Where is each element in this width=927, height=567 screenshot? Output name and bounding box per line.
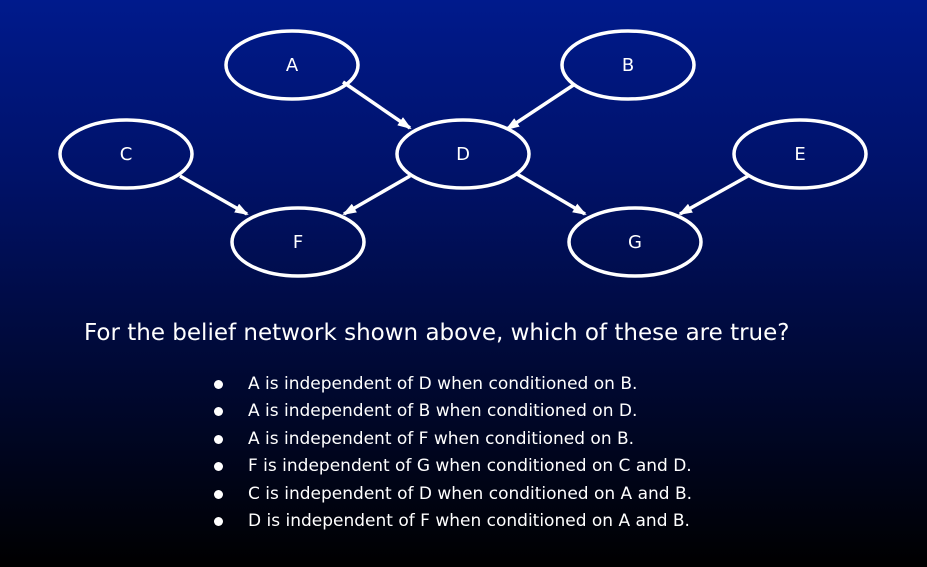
edge-d-to-f [342, 174, 411, 216]
node-a: A [224, 29, 360, 101]
edges [179, 80, 749, 216]
statement-list: A is independent of D when conditioned o… [214, 371, 692, 535]
statement-text: A is independent of B when conditioned o… [248, 401, 638, 422]
node-b-ellipse [560, 29, 696, 101]
edge-e-to-g [678, 174, 749, 216]
node-b: B [560, 29, 696, 101]
node-e-label: E [794, 144, 805, 165]
node-g-ellipse [567, 206, 703, 278]
bullet-icon [214, 380, 223, 389]
node-e-ellipse [732, 118, 868, 190]
bullet-icon [214, 462, 223, 472]
bullet-icon [214, 517, 223, 527]
edge-a-to-d [342, 80, 412, 130]
node-g-label: G [628, 232, 642, 253]
node-a-ellipse [224, 29, 360, 101]
node-c: C [58, 118, 194, 190]
edge-c-to-f [179, 174, 249, 216]
statement-text: F is independent of G when conditioned o… [248, 456, 692, 477]
node-f-label: F [293, 232, 303, 253]
node-b-label: B [622, 55, 634, 76]
node-c-label: C [120, 144, 133, 165]
node-e: E [732, 118, 868, 190]
edge-b-to-d [505, 82, 576, 131]
node-f-ellipse [230, 206, 366, 278]
statement-item: A is independent of B when conditioned o… [214, 398, 692, 425]
statement-item: A is independent of D when conditioned o… [214, 371, 692, 398]
node-f: F [230, 206, 366, 278]
belief-network-diagram: A B C D E F G [58, 29, 868, 278]
statement-item: F is independent of G when conditioned o… [214, 453, 692, 480]
statement-item: A is independent of F when conditioned o… [214, 426, 692, 453]
node-a-label: A [286, 55, 299, 76]
statement-text: A is independent of D when conditioned o… [248, 374, 638, 394]
node-d: D [395, 118, 531, 190]
node-d-label: D [456, 144, 470, 165]
node-g: G [567, 206, 703, 278]
statement-text: A is independent of F when conditioned o… [248, 428, 635, 449]
node-d-ellipse [395, 118, 531, 190]
node-c-ellipse [58, 118, 194, 190]
bullet-icon [214, 489, 223, 499]
edge-d-to-g [516, 172, 587, 216]
statement-text: C is independent of D when conditioned o… [248, 483, 693, 504]
statement-item: D is independent of F when conditioned o… [214, 508, 692, 535]
bullet-icon [214, 434, 223, 444]
bullet-icon [214, 407, 223, 417]
question-text: For the belief network shown above, whic… [84, 320, 790, 346]
statement-item: C is independent of D when conditioned o… [214, 481, 692, 508]
statement-text: D is independent of F when conditioned o… [248, 511, 690, 532]
